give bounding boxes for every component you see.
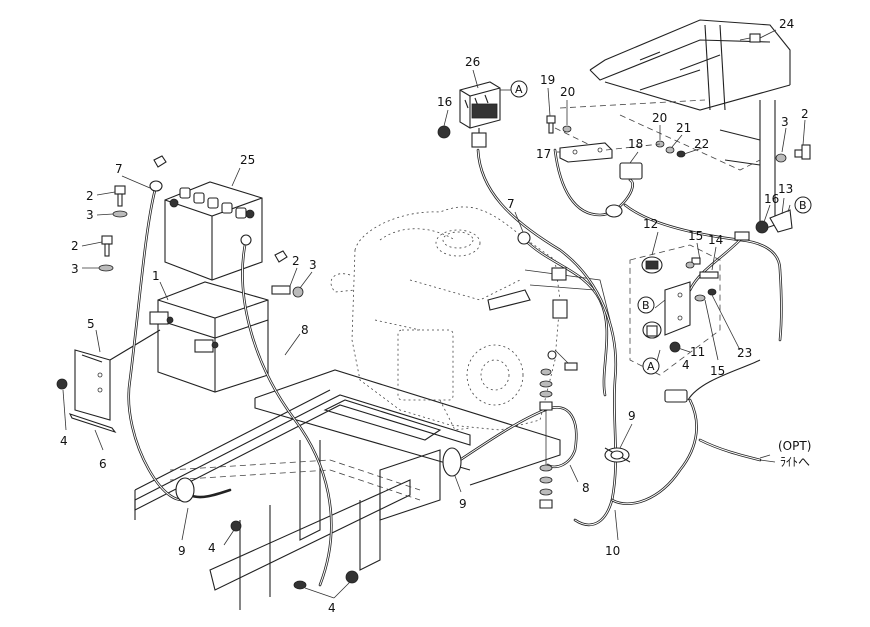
label-14: 14 (708, 233, 723, 247)
label-8a: 8 (301, 323, 309, 337)
chassis-frame (134, 369, 561, 610)
label-9b: 9 (459, 497, 467, 511)
label-10: 10 (605, 544, 620, 558)
label-21: 21 (676, 121, 691, 135)
label-12: 12 (643, 217, 658, 231)
connector-markers: A A B B (510, 80, 812, 375)
label-2d: 2 (801, 107, 809, 121)
label-16a: 16 (437, 95, 452, 109)
label-15b: 15 (710, 364, 725, 378)
label-9a: 9 (178, 544, 186, 558)
label-3d: 3 (781, 115, 789, 129)
engine-cables (442, 231, 611, 477)
label-7b: 7 (507, 197, 515, 211)
label-2a: 2 (86, 189, 94, 203)
label-3c: 3 (309, 258, 317, 272)
ground-bolt-stack (539, 368, 553, 509)
label-9c: 9 (628, 409, 636, 423)
side-harness (553, 148, 783, 342)
label-2b: 2 (71, 239, 79, 253)
opt-note-line2: ﾗｲﾄへ (780, 455, 810, 469)
battery-cables (127, 180, 333, 587)
label-7a: 7 (115, 162, 123, 176)
bolts-left (56, 155, 359, 590)
opt-note-line1: (OPT) (778, 439, 811, 453)
label-18: 18 (628, 137, 643, 151)
label-17: 17 (536, 147, 551, 161)
connector-b-panel: B (642, 299, 650, 312)
label-5: 5 (87, 317, 95, 331)
label-23: 23 (737, 346, 752, 360)
leader-lines (62, 29, 806, 599)
label-4d: 4 (682, 358, 690, 372)
part-labels: 1 2 3 2 3 5 4 6 7 25 2 3 8 9 4 4 9 7 8 9… (60, 17, 809, 615)
regulator (437, 81, 501, 148)
label-3b: 3 (71, 262, 79, 276)
label-2c: 2 (292, 254, 300, 268)
clips (610, 450, 624, 460)
label-16b: 16 (764, 192, 779, 206)
engine-block (330, 206, 561, 431)
label-26: 26 (465, 55, 480, 69)
connector-a-top: A (515, 83, 523, 96)
label-25: 25 (240, 153, 255, 167)
connector-b-right: B (799, 199, 807, 212)
label-20b: 20 (652, 111, 667, 125)
optional-light-note: (OPT) ﾗｲﾄへ (778, 439, 811, 469)
battery-bracket (68, 329, 161, 434)
label-4b: 4 (208, 541, 216, 555)
label-4a: 4 (60, 434, 68, 448)
label-13: 13 (778, 182, 793, 196)
label-15a: 15 (688, 229, 703, 243)
label-24: 24 (779, 17, 794, 31)
switch-panel (629, 244, 721, 376)
label-1: 1 (152, 269, 160, 283)
label-8b: 8 (582, 481, 590, 495)
relay-bracket (546, 115, 686, 180)
label-19: 19 (540, 73, 555, 87)
label-22: 22 (694, 137, 709, 151)
label-11: 11 (690, 345, 705, 359)
label-6: 6 (99, 457, 107, 471)
label-20a: 20 (560, 85, 575, 99)
connector-a-bottom: A (647, 360, 655, 373)
label-3a: 3 (86, 208, 94, 222)
right-fasteners (739, 33, 811, 234)
battery (164, 181, 263, 281)
label-4c: 4 (328, 601, 336, 615)
frame-guard (559, 19, 791, 231)
